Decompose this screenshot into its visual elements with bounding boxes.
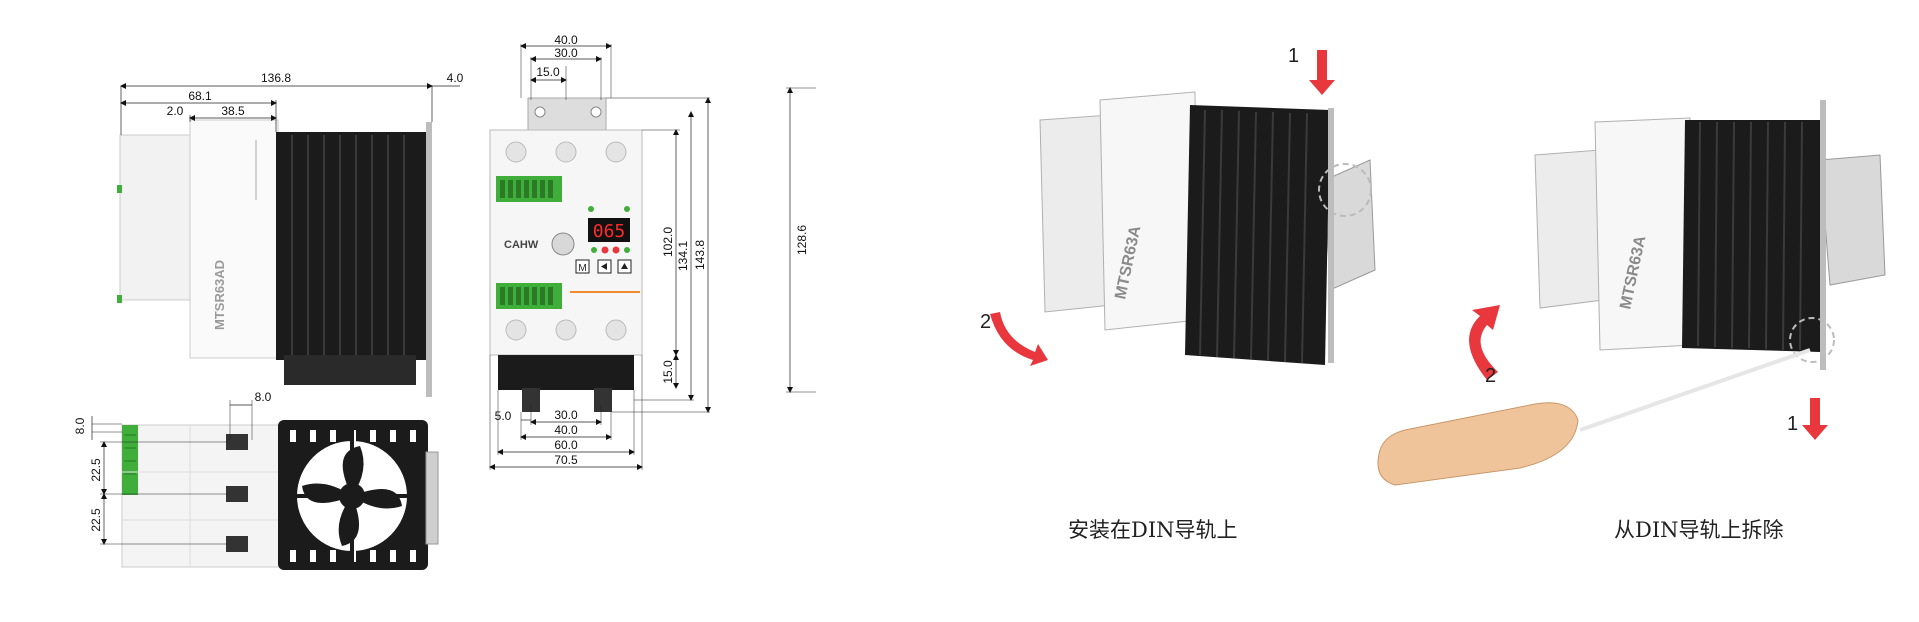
dim-bot-w2: 40.0 — [554, 423, 578, 437]
dim-top-w2: 30.0 — [554, 46, 578, 60]
remove-step-2: 2 — [1485, 365, 1496, 387]
dim-step: 2.0 — [167, 104, 184, 118]
dim-top-w1: 40.0 — [554, 33, 578, 47]
dim-bot-pitch1: 22.5 — [89, 458, 103, 482]
dim-top-w3: 15.0 — [536, 65, 560, 79]
rail-dimension: 128.6 — [786, 87, 816, 393]
bottom-dimensions: 8.0 8.0 22.5 22.5 — [73, 390, 272, 545]
dim-h-overall: 143.8 — [693, 240, 707, 270]
mode-key-label: M — [578, 263, 586, 274]
front-dimensions: 40.0 30.0 15.0 102.0 134.1 143.8 15.0 5.… — [489, 33, 711, 470]
rotate-arrow-icon — [990, 312, 1048, 366]
screwdriver-icon — [1377, 402, 1579, 486]
dim-rail-offset: 4.0 — [447, 71, 464, 85]
dim-bot-pitch-top: 8.0 — [73, 417, 87, 434]
dim-h-terminal: 102.0 — [661, 227, 675, 257]
install-step-1: 1 — [1288, 45, 1299, 67]
dim-bot-edge: 5.0 — [495, 409, 512, 423]
dim-bot-w1: 30.0 — [554, 408, 578, 422]
side-model-label: MTSR63AD — [212, 260, 227, 330]
dim-bot-pitch2: 22.5 — [89, 508, 103, 532]
down-arrow-icon-2 — [1802, 398, 1828, 440]
dim-rail-height: 128.6 — [795, 225, 809, 255]
dim-bot-w3: 60.0 — [554, 438, 578, 452]
dim-bot-w4: 70.5 — [554, 453, 578, 467]
dim-h-body: 134.1 — [676, 241, 690, 271]
bottom-view — [121, 420, 439, 570]
side-dimensions: 136.8 4.0 68.1 2.0 38.5 — [120, 71, 464, 135]
install-illustration: MTSR63A 1 2 — [980, 45, 1376, 366]
down-arrow-icon — [1309, 50, 1335, 95]
install-step-2: 2 — [980, 311, 991, 333]
display-value: 065 — [593, 221, 626, 242]
remove-illustration: MTSR63A 2 1 — [1377, 100, 1886, 486]
dim-body-width: 68.1 — [188, 89, 212, 103]
remove-step-1: 1 — [1787, 413, 1798, 435]
front-brand-label: CAHW — [504, 239, 539, 251]
dim-bot-edge-right: 8.0 — [255, 390, 272, 404]
dim-front-depth: 38.5 — [221, 104, 245, 118]
front-view: CAHW 065 M — [489, 97, 643, 412]
dim-overall-width: 136.8 — [261, 71, 291, 85]
side-view: MTSR63AD — [117, 119, 432, 397]
install-caption: 安装在DIN导轨上 — [1068, 518, 1238, 542]
remove-caption: 从DIN导轨上拆除 — [1614, 518, 1784, 542]
dim-h-bottom: 15.0 — [661, 360, 675, 384]
rotate-arrow-icon-2 — [1469, 305, 1500, 380]
